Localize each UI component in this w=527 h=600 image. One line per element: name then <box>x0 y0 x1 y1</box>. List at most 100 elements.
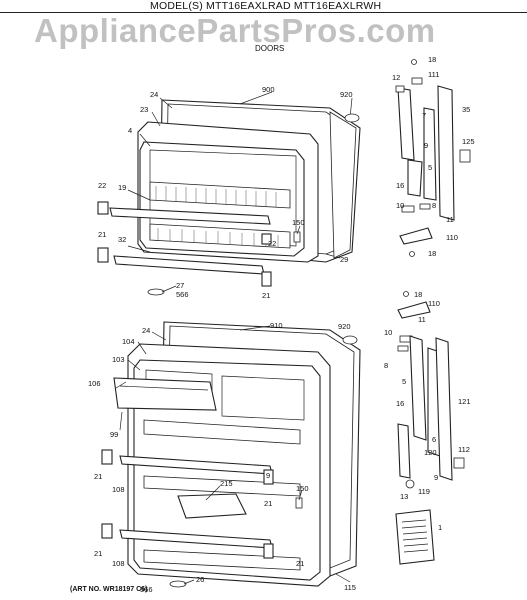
callout-9b: 9 <box>266 471 270 480</box>
callout-9c: 9 <box>434 473 438 482</box>
callout-110b: 110 <box>428 299 440 308</box>
callout-900: 900 <box>262 85 275 94</box>
fresh-food-shelf-3 <box>143 549 301 571</box>
freezer-door-assembly <box>97 91 361 296</box>
hinge-part-35 <box>437 85 455 221</box>
callout-150b: 150 <box>296 484 309 493</box>
fresh-part-26 <box>169 580 187 588</box>
callout-910: 910 <box>270 321 283 330</box>
hinge-part-10 <box>401 205 415 213</box>
callout-7: 7 <box>422 111 426 120</box>
callout-112: 112 <box>458 445 470 454</box>
freezer-endcap-left-lower <box>97 247 109 263</box>
fresh-hinge-119 <box>405 479 415 489</box>
callout-106: 106 <box>88 379 101 388</box>
callout-108: 108 <box>112 485 125 494</box>
callout-18b: 18 <box>428 249 436 258</box>
hinge-part-8 <box>419 203 431 210</box>
hinge-part-12 <box>395 85 405 93</box>
fresh-hinge-8 <box>397 345 409 352</box>
hinge-screw-18-top <box>411 59 417 65</box>
freezer-callouts: 900 920 24 23 4 22 19 21 32 150 22 29 27… <box>98 85 353 300</box>
callout-920b: 920 <box>338 322 351 331</box>
callout-1: 1 <box>438 523 442 532</box>
hinge-part-110 <box>399 227 433 245</box>
callout-35: 35 <box>462 105 470 114</box>
callout-104: 104 <box>122 337 135 346</box>
callout-10: 10 <box>396 201 404 210</box>
callout-32: 32 <box>118 235 126 244</box>
callout-150: 150 <box>292 218 305 227</box>
watermark: AppliancePartsPros.com <box>34 12 436 49</box>
callout-22: 22 <box>98 181 106 190</box>
callout-11: 11 <box>446 215 454 224</box>
callout-21: 21 <box>98 230 106 239</box>
fresh-hinge-121 <box>435 337 453 481</box>
callout-215: 215 <box>220 479 233 488</box>
callout-108b: 108 <box>112 559 125 568</box>
freezer-hinge-callouts: 18 12 111 7 35 9 125 16 5 8 10 11 110 18 <box>392 55 475 258</box>
callout-16: 16 <box>396 181 404 190</box>
fresh-hinge-13 <box>397 423 411 479</box>
callout-566b: 566 <box>140 585 153 594</box>
egg-tray-215 <box>177 493 247 519</box>
callout-119: 119 <box>418 487 430 496</box>
instruction-booklet-1 <box>395 509 435 565</box>
fresh-screw-18 <box>403 291 409 297</box>
callout-21e: 21 <box>94 549 102 558</box>
callout-21c: 21 <box>94 472 102 481</box>
callout-24b: 24 <box>142 326 150 335</box>
dairy-door-detail <box>119 385 209 391</box>
fresh-food-door-assembly <box>101 321 361 588</box>
freezer-part-27 <box>147 288 165 296</box>
fresh-leader-lines <box>115 325 351 585</box>
callout-23: 23 <box>140 105 148 114</box>
callout-4: 4 <box>128 126 132 135</box>
fresh-food-hinge-callouts: 18 110 11 10 8 5 16 6 121 120 9 112 13 1… <box>384 290 471 532</box>
callout-111: 111 <box>428 70 439 79</box>
callout-920: 920 <box>340 90 353 99</box>
hinge-part-9 <box>397 87 415 161</box>
hinge-part-5 <box>407 159 423 197</box>
callout-115: 115 <box>344 583 356 592</box>
callout-18: 18 <box>428 55 436 64</box>
header-rule <box>0 12 527 13</box>
fresh-plug-920 <box>342 335 358 345</box>
callout-16b: 16 <box>396 399 404 408</box>
dairy-door-106 <box>113 377 217 411</box>
fresh-endcap-left-upper <box>101 449 113 465</box>
callout-8b: 8 <box>384 361 388 370</box>
callout-11b: 11 <box>418 315 426 324</box>
fresh-clip-150 <box>295 497 303 509</box>
freezer-shelf-bar-32 <box>113 255 265 275</box>
freezer-leader-lines <box>127 91 353 293</box>
hinge-screw-18-bottom <box>409 251 415 257</box>
fresh-hinge-5 <box>409 335 427 441</box>
freezer-shelf-bar-19 <box>109 207 271 225</box>
callout-29: 29 <box>340 255 348 264</box>
callout-27: 27 <box>176 281 184 290</box>
freezer-upper-rack <box>155 186 277 207</box>
freezer-clip-150 <box>293 231 301 243</box>
callout-8: 8 <box>432 201 436 210</box>
callout-26: 26 <box>196 575 204 584</box>
freezer-hinge-assembly <box>395 59 471 257</box>
callout-22b: 22 <box>268 239 276 248</box>
callout-121: 121 <box>458 397 471 406</box>
callout-10b: 10 <box>384 328 392 337</box>
booklet-text-lines <box>401 519 429 553</box>
callout-110: 110 <box>446 233 458 242</box>
callout-19: 19 <box>118 183 126 192</box>
fresh-endcap-right-upper <box>263 469 274 485</box>
callout-125: 125 <box>462 137 475 146</box>
fresh-endcap-left-lower <box>101 523 113 539</box>
callout-99: 99 <box>110 430 118 439</box>
freezer-upper-shelf <box>149 181 291 209</box>
callout-9: 9 <box>424 141 428 150</box>
freezer-endcap-right-lower <box>261 271 272 287</box>
callout-5b: 5 <box>402 377 406 386</box>
fresh-food-right-recess <box>221 375 305 421</box>
model-header: MODEL(S) MTT16EAXLRAD MTT16EAXLRWH <box>150 0 382 12</box>
callout-13: 13 <box>400 492 408 501</box>
